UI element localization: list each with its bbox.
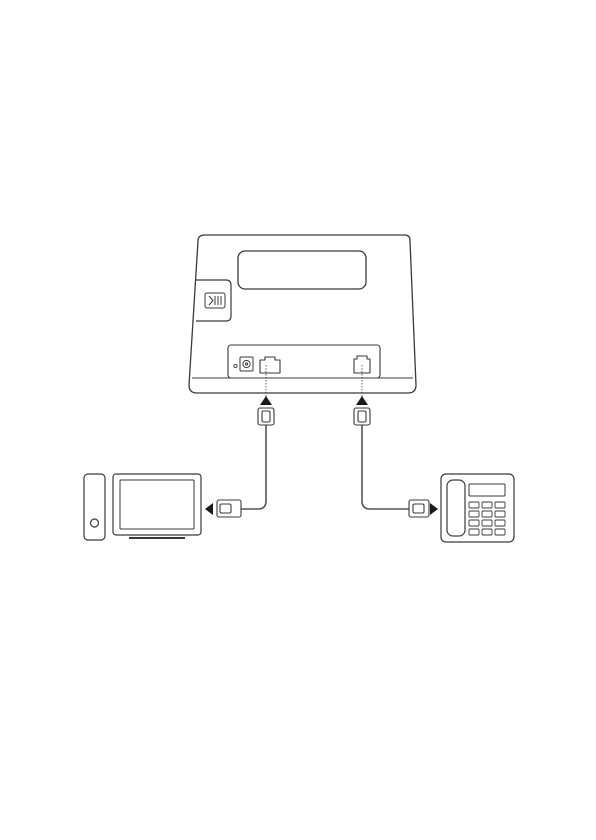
phone-cable: [362, 425, 409, 509]
desktop-tower-icon: [84, 474, 105, 540]
left-arrow-icon: [205, 503, 213, 515]
telephone: [441, 474, 514, 542]
ethernet-plug-computer: [217, 500, 241, 517]
phone-plug-telephone: [409, 500, 429, 517]
ethernet-plug-router: [258, 408, 274, 425]
ethernet-cable: [241, 425, 266, 509]
tel-up-arrow-icon: [356, 396, 368, 405]
router-body: [189, 235, 416, 393]
monitor-icon: [113, 474, 201, 538]
phone-plug-router: [354, 408, 370, 425]
right-arrow-icon: [430, 503, 438, 515]
telephone-display: [469, 484, 505, 496]
lan-up-arrow-icon: [260, 396, 272, 405]
handset-icon: [447, 480, 465, 536]
computer: [84, 474, 201, 540]
router: [189, 235, 416, 393]
